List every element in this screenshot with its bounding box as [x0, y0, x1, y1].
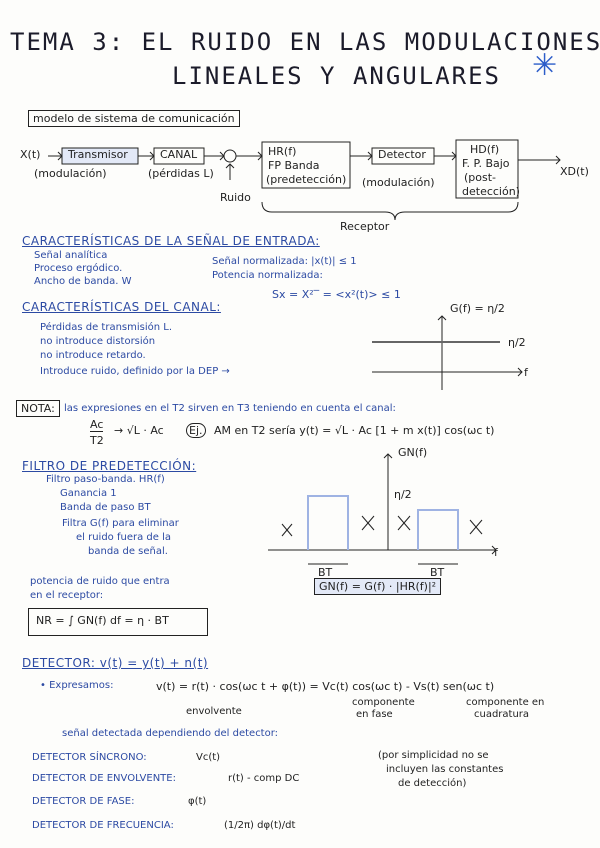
cuad-label-2: cuadratura: [474, 709, 529, 720]
gn-f: f: [494, 546, 498, 559]
hd-line4: detección): [462, 185, 520, 198]
model-heading: modelo de sistema de comunicación: [28, 110, 240, 127]
hr-line2: FP Banda: [268, 159, 319, 172]
senal-item: Señal analítica: [34, 250, 107, 261]
cuad-label: componente en: [466, 697, 544, 708]
senal-heading: CARACTERÍSTICAS DE LA SEÑAL DE ENTRADA:: [22, 234, 320, 248]
nota-frac-den: T2: [90, 434, 104, 447]
canal-f: f: [524, 366, 528, 379]
title-line-1: TEMA 3: EL RUIDO EN LAS MODULACIONES: [10, 28, 600, 56]
filtro-item: Ganancia 1: [60, 488, 117, 499]
canal-item: Pérdidas de transmisión L.: [40, 322, 172, 333]
receptor-label: Receptor: [340, 220, 389, 233]
det-note-1: (por simplicidad no se: [378, 750, 489, 761]
star-icon: ✳: [532, 48, 557, 83]
hr-line1: HR(f): [268, 145, 296, 158]
dep-text: señal detectada dependiendo del detector…: [62, 728, 278, 739]
filtro-item: Filtro paso-banda. HR(f): [46, 474, 165, 485]
hr-line3: (predetección): [266, 173, 346, 186]
potencia-formula: NR = ∫ GN(f) df = η · BT: [36, 614, 169, 627]
senal-item: Ancho de banda. W: [34, 276, 132, 287]
hd-line2: F. P. Bajo: [462, 157, 510, 170]
fase-label: componente: [352, 697, 415, 708]
filtro-heading: FILTRO DE PREDETECCIÓN:: [22, 459, 196, 473]
model-input: X(t): [20, 148, 40, 161]
canal-item: no introduce retardo.: [40, 350, 146, 361]
nota-text: las expresiones en el T2 sirven en T3 te…: [64, 403, 396, 414]
title-line-2: LINEALES Y ANGULARES: [172, 62, 501, 90]
det-note-2: incluyen las constantes: [386, 764, 503, 775]
det-envolvente: DETECTOR DE ENVOLVENTE:: [32, 773, 176, 784]
detector-sub: (modulación): [362, 176, 435, 189]
det-fase-val: φ(t): [188, 796, 206, 807]
tx-block: Transmisor: [68, 148, 128, 161]
filtro-item: Filtra G(f) para eliminar: [62, 518, 179, 529]
hd-line1: HD(f): [470, 143, 499, 156]
det-frecuencia-val: (1/2π) dφ(t)/dt: [224, 820, 295, 831]
canal-block: CANAL: [160, 148, 197, 161]
nota-label: NOTA:: [16, 400, 60, 417]
potencia-text-1: potencia de ruido que entra: [30, 576, 170, 587]
senal-item: Proceso ergódico.: [34, 263, 122, 274]
nota-arrow: → √L · Ac: [114, 424, 164, 437]
canal-eta: η/2: [508, 336, 526, 349]
filtro-item: banda de señal.: [88, 546, 168, 557]
detector-eq: v(t) = r(t) · cos(ωc t + φ(t)) = Vc(t) c…: [156, 680, 494, 693]
potencia-text-2: en el receptor:: [30, 590, 103, 601]
ruido-label: Ruido: [220, 191, 251, 204]
env-label: envolvente: [186, 706, 242, 717]
dep-graph: [372, 312, 532, 392]
canal-heading: CARACTERÍSTICAS DEL CANAL:: [22, 300, 221, 314]
nota-ej: Ej.: [186, 423, 206, 438]
canal-sub: (pérdidas L): [148, 167, 214, 180]
expresamos: • Expresamos:: [40, 680, 113, 691]
detector-heading: DETECTOR: v(t) = y(t) + n(t): [22, 656, 208, 670]
nota-example: AM en T2 sería y(t) = √L · Ac [1 + m x(t…: [214, 424, 494, 437]
det-sincrono-val: Vc(t): [196, 752, 220, 763]
gn-graph: [268, 452, 500, 578]
nota-frac-num: Ac: [90, 418, 103, 432]
hd-line3: (post-: [464, 171, 496, 184]
model-output: XD(t): [560, 165, 589, 178]
fase-label-2: en fase: [356, 709, 393, 720]
tx-sub: (modulación): [34, 167, 107, 180]
gn-formula: GN(f) = G(f) · |HR(f)|²: [314, 578, 441, 595]
det-note-3: de detección): [398, 778, 466, 789]
det-envolvente-val: r(t) - comp DC: [228, 773, 299, 784]
gn-eta: η/2: [394, 488, 412, 501]
detector-block: Detector: [378, 148, 426, 161]
det-frecuencia: DETECTOR DE FRECUENCIA:: [32, 820, 174, 831]
filtro-item: el ruido fuera de la: [76, 532, 171, 543]
canal-item: no introduce distorsión: [40, 336, 155, 347]
det-fase: DETECTOR DE FASE:: [32, 796, 134, 807]
det-sincrono: DETECTOR SÍNCRONO:: [32, 752, 147, 763]
senal-potencia: Potencia normalizada:: [212, 270, 323, 281]
senal-normalizada: Señal normalizada: |x(t)| ≤ 1: [212, 256, 357, 267]
filtro-item: Banda de paso BT: [60, 502, 151, 513]
canal-item: Introduce ruido, definido por la DEP →: [40, 366, 230, 377]
senal-formula: Sx = X²‾ = <x²(t)> ≤ 1: [272, 288, 401, 301]
